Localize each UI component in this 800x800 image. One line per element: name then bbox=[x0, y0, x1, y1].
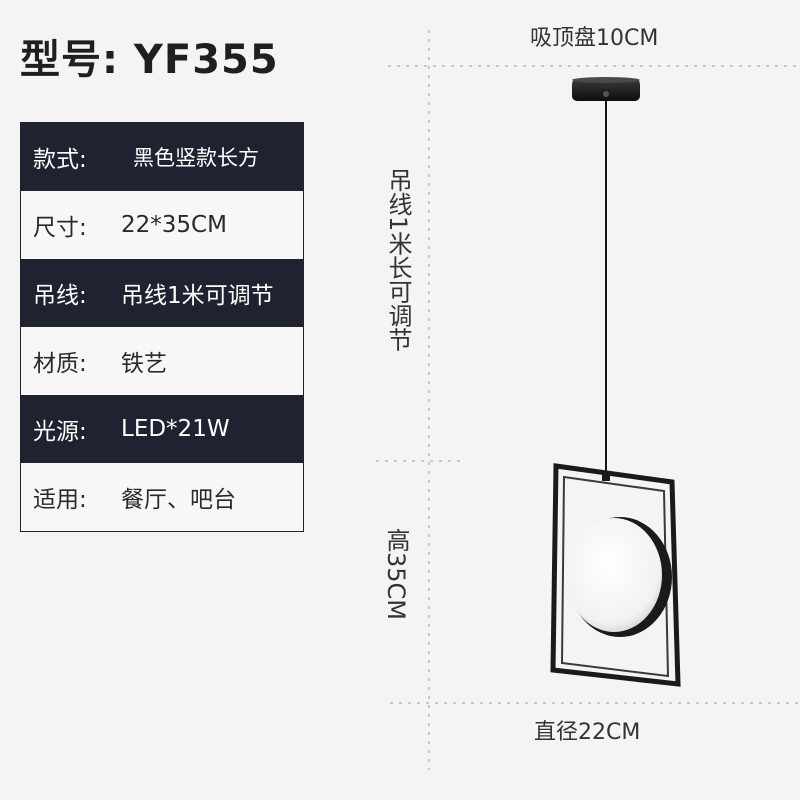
spec-value: LED*21W bbox=[121, 416, 230, 442]
spec-row-usage: 适用: 餐厅、吧台 bbox=[21, 463, 303, 531]
ceiling-canopy bbox=[572, 77, 640, 101]
spec-row-size: 尺寸: 22*35CM bbox=[21, 191, 303, 259]
spec-row-style: 款式: 黑色竖款长方 bbox=[21, 123, 303, 191]
spec-value: 黑色竖款长方 bbox=[133, 146, 259, 170]
canopy-dimension-label: 吸顶盘10CM bbox=[530, 26, 659, 51]
spec-value: 22*35CM bbox=[121, 212, 227, 238]
model-title: 型号: YF355 bbox=[20, 37, 279, 83]
height-dimension-label: 高35CM bbox=[382, 528, 410, 621]
spec-row-material: 材质: 铁艺 bbox=[21, 327, 303, 395]
lamp-frame bbox=[550, 463, 681, 687]
spec-value: 吊线1米可调节 bbox=[121, 283, 274, 309]
spec-label: 尺寸: bbox=[33, 215, 87, 241]
dimension-guides bbox=[376, 30, 800, 770]
spec-label: 光源: bbox=[33, 419, 87, 445]
spec-label: 材质: bbox=[33, 351, 87, 377]
spec-row-cord: 吊线: 吊线1米可调节 bbox=[21, 259, 303, 327]
spec-label: 适用: bbox=[33, 487, 87, 513]
spec-value: 餐厅、吧台 bbox=[121, 487, 236, 513]
spec-table: 款式: 黑色竖款长方 尺寸: 22*35CM 吊线: 吊线1米可调节 材质: 铁… bbox=[20, 122, 304, 532]
spec-row-light-source: 光源: LED*21W bbox=[21, 395, 303, 463]
spec-label: 款式: bbox=[33, 147, 87, 173]
round-light-shade bbox=[566, 517, 672, 637]
spec-label: 吊线: bbox=[33, 283, 87, 309]
cord-length-label: 吊线1米长可调节 bbox=[384, 168, 412, 352]
width-dimension-label: 直径22CM bbox=[534, 720, 641, 745]
spec-value: 铁艺 bbox=[121, 351, 167, 377]
